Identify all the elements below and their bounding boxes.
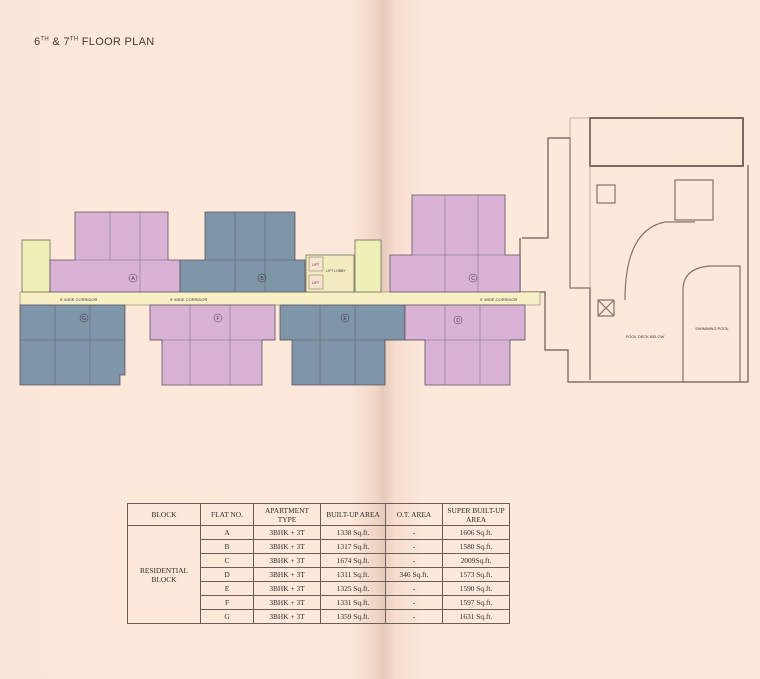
table-cell: 3BHK + 3T <box>253 595 321 610</box>
table-cell: 1590 Sq.ft. <box>442 581 510 596</box>
table-cell: 1597 Sq.ft. <box>442 595 510 610</box>
table-cell: G <box>200 609 254 624</box>
table-cell: A <box>200 525 254 540</box>
flat-c-label: C <box>471 276 475 282</box>
lift-label: LIFT <box>312 281 320 285</box>
table-cell: 1331 Sq.ft. <box>320 595 386 610</box>
pool-deck-label: POOL DECK BELOW <box>626 334 665 339</box>
table-cell: 1631 Sq.ft. <box>442 609 510 624</box>
header-ot-area: O.T. AREA <box>385 503 443 526</box>
table-cell: 3BHK + 3T <box>253 539 321 554</box>
flat-d <box>404 304 526 386</box>
table-cell: - <box>385 609 443 624</box>
stair-right <box>354 239 382 293</box>
header-flat-no: FLAT NO. <box>200 503 254 526</box>
table-cell: 346 Sq.ft. <box>385 567 443 582</box>
flat-e-label: E <box>343 316 347 322</box>
table-cell: 1325 Sq.ft. <box>320 581 386 596</box>
lift-lobby-label: LIFT LOBBY <box>326 269 346 273</box>
flat-a <box>49 211 181 293</box>
flat-d-label: D <box>456 318 460 324</box>
area-table: BLOCK FLAT NO. APARTMENT TYPE BUILT-UP A… <box>127 503 510 624</box>
table-cell: 2009Sq.ft. <box>442 553 510 568</box>
table-header-row: BLOCK FLAT NO. APARTMENT TYPE BUILT-UP A… <box>127 503 510 526</box>
flat-f-label: F <box>216 316 219 322</box>
table-cell: B <box>200 539 254 554</box>
table-cell: C <box>200 553 254 568</box>
table-cell: E <box>200 581 254 596</box>
swimming-pool-label: SWIMMING POOL <box>695 326 729 331</box>
flat-c <box>389 194 521 293</box>
header-super-built-up-area: SUPER BUILT-UP AREA <box>442 503 510 526</box>
flat-b <box>179 211 306 293</box>
stair-left <box>21 239 51 293</box>
flat-a-label: A <box>131 276 135 282</box>
table-cell: - <box>385 581 443 596</box>
flat-g <box>19 304 126 386</box>
corridor <box>19 291 541 306</box>
table-cell: 1359 Sq.ft. <box>320 609 386 624</box>
block-cell: RESIDENTIAL BLOCK <box>127 525 201 624</box>
header-block: BLOCK <box>127 503 201 526</box>
podium-outline <box>519 117 749 383</box>
table-cell: - <box>385 539 443 554</box>
flat-b-label: B <box>260 276 264 282</box>
table-cell: 1311 Sq.ft. <box>320 567 386 582</box>
table-cell: 1317 Sq.ft. <box>320 539 386 554</box>
lift-label: LIFT <box>312 263 320 267</box>
table-cell: - <box>385 595 443 610</box>
table-cell: 3BHK + 3T <box>253 567 321 582</box>
table-cell: 3BHK + 3T <box>253 609 321 624</box>
table-cell: 3BHK + 3T <box>253 525 321 540</box>
table-cell: D <box>200 567 254 582</box>
table-cell: 3BHK + 3T <box>253 581 321 596</box>
header-apartment-type: APARTMENT TYPE <box>253 503 321 526</box>
flat-f <box>149 304 276 386</box>
table-cell: 1580 Sq.ft. <box>442 539 510 554</box>
table-cell: F <box>200 595 254 610</box>
flat-g-label: G <box>82 316 86 322</box>
corridor-label: 5' WIDE CORRIDOR <box>170 297 208 302</box>
table-cell: - <box>385 553 443 568</box>
table-cell: 1338 Sq.ft. <box>320 525 386 540</box>
header-built-up-area: BUILT-UP AREA <box>320 503 386 526</box>
table-cell: 1606 Sq.ft. <box>442 525 510 540</box>
corridor-label: 5' WIDE CORRIDOR <box>480 297 518 302</box>
table-cell: - <box>385 525 443 540</box>
page-title: 6TH & 7TH FLOOR PLAN <box>34 36 155 48</box>
table-cell: 1573 Sq.ft. <box>442 567 510 582</box>
table-cell: 1674 Sq.ft. <box>320 553 386 568</box>
table-cell: 3BHK + 3T <box>253 553 321 568</box>
floor-plan: POOL DECK BELOW SWIMMING POOL 5' WIDE CO… <box>19 117 749 386</box>
corridor-label: 5' WIDE CORRIDOR <box>60 297 98 302</box>
